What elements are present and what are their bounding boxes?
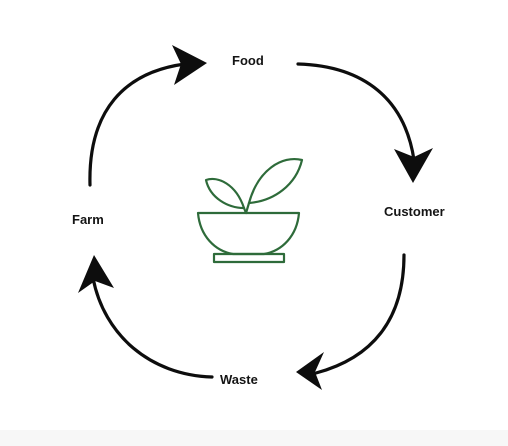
bottom-band <box>0 430 508 446</box>
arrowhead-customer <box>394 148 433 183</box>
arrow-waste-to-farm <box>91 276 214 379</box>
node-label-food: Food <box>232 53 264 68</box>
arrow-customer-to-waste <box>314 253 406 375</box>
arrow-farm-to-food <box>88 62 187 187</box>
node-label-waste: Waste <box>220 372 258 387</box>
node-label-customer: Customer <box>384 204 445 219</box>
arrow-food-to-customer <box>296 62 416 162</box>
node-label-farm: Farm <box>72 212 104 227</box>
arrowhead-farm <box>78 255 114 293</box>
arrowhead-waste <box>296 352 324 390</box>
arrowhead-food <box>172 45 207 85</box>
plant-pot-icon <box>196 157 304 264</box>
